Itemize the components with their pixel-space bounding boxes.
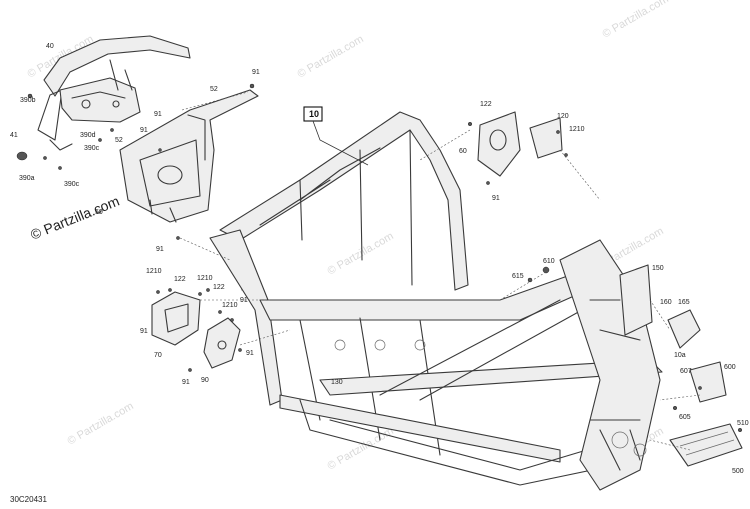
diagram-code: 30C20431 — [10, 495, 47, 504]
part-label: 510 — [737, 420, 749, 427]
part-label: 50 — [95, 209, 103, 216]
callout-box: 10 — [303, 106, 369, 166]
front-bumper — [37, 35, 191, 151]
part-label: 500 — [732, 468, 744, 475]
part-label: 122 — [174, 276, 186, 283]
part-label: 605 — [679, 414, 691, 421]
part-label: 615 — [512, 273, 524, 280]
part-label: 610 — [543, 258, 555, 265]
part-label: 390a — [19, 175, 35, 182]
part-label: 390b — [20, 97, 36, 104]
part-label: 91 — [182, 379, 190, 386]
part-label: 91 — [140, 328, 148, 335]
upper-bracket-120 — [529, 117, 563, 159]
part-label: 1210 — [197, 275, 213, 282]
callout-box-number: 10 — [309, 109, 319, 119]
part-label: 122 — [213, 284, 225, 291]
upper-bracket-60 — [477, 111, 521, 177]
watermark: © Partzilla.com — [326, 230, 396, 277]
part-label: 1210 — [569, 126, 585, 133]
part-labels: 40 390b 41 390a 390c 390d 390c 52 52 91 … — [10, 43, 749, 475]
part-label: 150 — [652, 265, 664, 272]
main-frame — [209, 111, 663, 491]
copyright-text: © Partzilla.com — [28, 193, 121, 243]
part-label: 41 — [10, 132, 18, 139]
part-label: 91 — [154, 111, 162, 118]
part-label: 120 — [557, 113, 569, 120]
part-label: 165 — [678, 299, 690, 306]
part-label: 10a — [674, 352, 686, 359]
part-label: 60 — [459, 148, 467, 155]
rear-plate-165 — [667, 309, 701, 349]
part-label: 607 — [680, 368, 692, 375]
rear-bracket-600 — [689, 361, 727, 403]
front-mount-bracket — [119, 89, 259, 223]
part-label: 91 — [156, 246, 164, 253]
watermark: © Partzilla.com — [66, 400, 136, 447]
part-label: 91 — [492, 195, 500, 202]
part-label: 91 — [252, 69, 260, 76]
part-label: 390c — [64, 181, 80, 188]
rear-bracket-150 — [619, 264, 653, 336]
part-label: 52 — [210, 86, 218, 93]
watermark: © Partzilla.com — [326, 425, 396, 472]
left-mount-bracket — [151, 291, 201, 346]
part-label: 90 — [201, 377, 209, 384]
part-label: 122 — [480, 101, 492, 108]
part-label: 160 — [660, 299, 672, 306]
watermark: © Partzilla.com — [601, 0, 671, 41]
part-label: 600 — [724, 364, 736, 371]
part-label: 70 — [154, 352, 162, 359]
part-label: 1210 — [146, 268, 162, 275]
part-label: 1210 — [222, 302, 238, 309]
leader-lines — [179, 91, 701, 451]
part-label: 40 — [46, 43, 54, 50]
part-label: 91 — [140, 127, 148, 134]
part-label: 390d — [80, 132, 96, 139]
part-label: 91 — [246, 350, 254, 357]
watermark-layer: © Partzilla.com © Partzilla.com © Partzi… — [26, 0, 671, 473]
part-label: 390c — [84, 145, 100, 152]
part-label: 130 — [331, 379, 343, 386]
skid-plate-500 — [669, 423, 743, 467]
part-label: 52 — [115, 137, 123, 144]
left-lower-bracket — [203, 317, 241, 369]
part-label: 91 — [240, 297, 248, 304]
watermark: © Partzilla.com — [296, 33, 366, 80]
